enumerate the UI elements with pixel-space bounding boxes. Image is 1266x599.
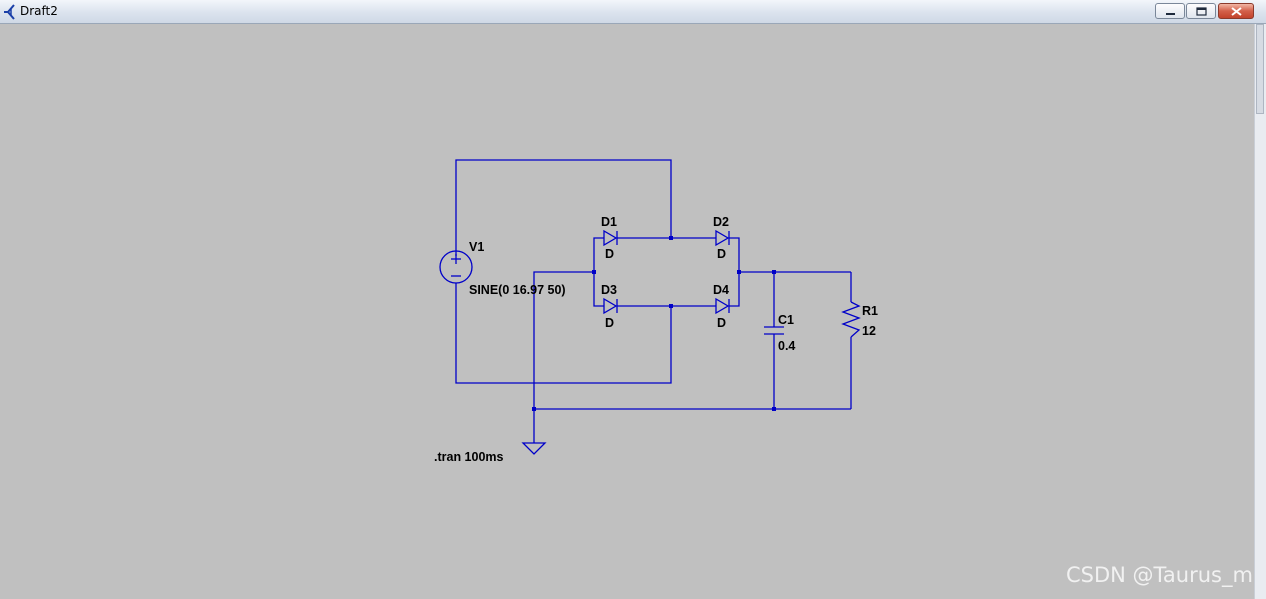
capacitor-c1[interactable] — [764, 326, 784, 335]
d1-ref-label: D1 — [601, 215, 617, 229]
c1-ref-label: C1 — [778, 313, 794, 327]
junctions — [532, 236, 776, 411]
wire-neg-to-ground[interactable] — [533, 271, 594, 443]
wire-source-bottom[interactable] — [455, 283, 672, 384]
r1-value-label: 12 — [862, 324, 876, 338]
r1-ref-label: R1 — [862, 304, 878, 318]
ground-icon — [521, 442, 547, 455]
resistor-icon — [841, 301, 861, 338]
v1-ref-label: V1 — [469, 240, 484, 254]
resistor-r1[interactable] — [841, 301, 861, 338]
ground-symbol[interactable] — [521, 442, 547, 455]
wire-source-top[interactable] — [455, 159, 672, 256]
wire-right-up[interactable] — [729, 237, 740, 272]
window-title: Draft2 — [20, 4, 58, 18]
d1-model-label: D — [605, 247, 614, 261]
diode-icon — [715, 229, 730, 247]
ltspice-app-icon — [4, 4, 15, 20]
minimize-icon — [1166, 13, 1175, 15]
v1-value-label: SINE(0 16.97 50) — [469, 283, 566, 297]
vertical-scrollbar[interactable] — [1254, 24, 1266, 599]
d4-ref-label: D4 — [713, 283, 729, 297]
diode-icon — [603, 297, 618, 315]
wire-left-up[interactable] — [593, 237, 604, 272]
minimize-button[interactable] — [1155, 3, 1185, 19]
diode-d1[interactable] — [603, 229, 618, 247]
diode-d4[interactable] — [715, 297, 730, 315]
voltage-source-icon — [439, 250, 473, 284]
diode-d3[interactable] — [603, 297, 618, 315]
diode-d2[interactable] — [715, 229, 730, 247]
restore-icon — [1196, 7, 1207, 16]
d2-model-label: D — [717, 247, 726, 261]
watermark: CSDN @Taurus_m — [1066, 563, 1253, 587]
spice-directive[interactable]: .tran 100ms — [434, 450, 504, 464]
c1-value-label: 0.4 — [778, 339, 795, 353]
d4-model-label: D — [717, 316, 726, 330]
diode-icon — [603, 229, 618, 247]
title-bar[interactable]: Draft2 — [0, 0, 1266, 24]
d3-ref-label: D3 — [601, 283, 617, 297]
close-button[interactable] — [1218, 3, 1254, 19]
d3-model-label: D — [605, 316, 614, 330]
maximize-button[interactable] — [1186, 3, 1216, 19]
scrollbar-thumb[interactable] — [1256, 24, 1264, 114]
close-icon — [1231, 7, 1242, 16]
wire-left-down[interactable] — [593, 272, 604, 307]
voltage-source-v1[interactable] — [439, 250, 473, 284]
wire-right-down[interactable] — [729, 272, 740, 307]
diode-icon — [715, 297, 730, 315]
d2-ref-label: D2 — [713, 215, 729, 229]
wires[interactable] — [455, 159, 852, 443]
